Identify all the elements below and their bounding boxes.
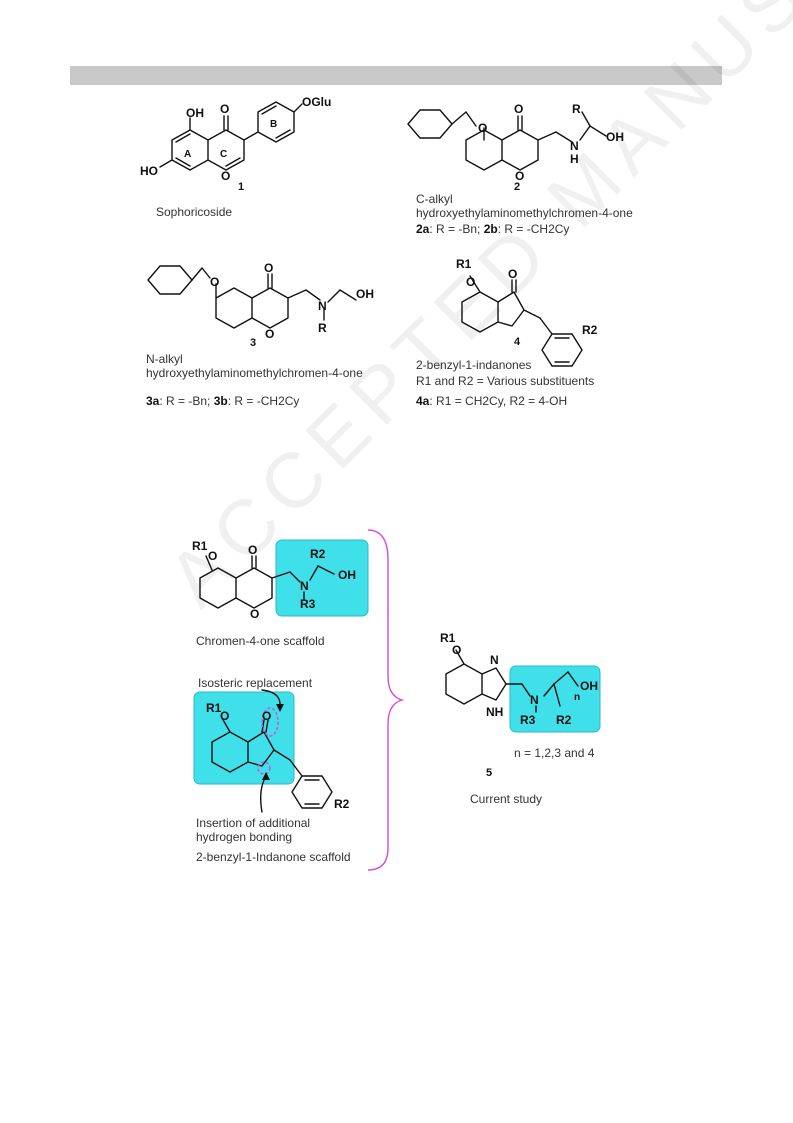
atom-r1: R1 bbox=[440, 631, 456, 645]
atom-o: O bbox=[265, 327, 274, 341]
atom-r2: R2 bbox=[334, 797, 350, 811]
indanone-scaffold: R1 O O R2 bbox=[193, 689, 350, 813]
atom-oglu: OGlu bbox=[302, 95, 331, 109]
atom-r3: R3 bbox=[520, 713, 536, 727]
compound-number: 4 bbox=[514, 336, 521, 348]
atom-o: O bbox=[466, 275, 475, 289]
caption-n-values: n = 1,2,3 and 4 bbox=[514, 746, 595, 760]
ring-label-a: A bbox=[184, 149, 191, 160]
atom-r1: R1 bbox=[456, 257, 472, 271]
note-hbond-1: Insertion of additional bbox=[196, 816, 311, 830]
atom-o: O bbox=[208, 549, 217, 563]
compound-5: R1 O N NH N R3 R2 OH n 5 bbox=[440, 631, 601, 779]
atom-oh: OH bbox=[186, 106, 204, 120]
atom-o: O bbox=[262, 709, 271, 723]
ring-label-b: B bbox=[270, 119, 277, 130]
highlight-box bbox=[193, 691, 295, 785]
atom-r1: R1 bbox=[192, 539, 208, 553]
compound-number: 2 bbox=[514, 181, 520, 193]
chromenone-scaffold: R1 O O O N R2 R3 OH bbox=[192, 539, 369, 621]
highlight-box bbox=[275, 539, 369, 617]
header-bar bbox=[70, 66, 722, 85]
atom-r2: R2 bbox=[582, 323, 598, 337]
atom-o: O bbox=[250, 607, 259, 621]
caption-chromenone: Chromen-4-one scaffold bbox=[196, 634, 325, 648]
isosteric-ellipse bbox=[261, 707, 279, 737]
compound-number: 1 bbox=[238, 181, 244, 193]
caption-c3-variants: 3a: R = -Bn; 3b: R = -CH2Cy bbox=[146, 394, 300, 408]
atom-o: O bbox=[508, 267, 517, 281]
atom-oh: OH bbox=[338, 568, 356, 582]
atom-r: R bbox=[318, 321, 327, 335]
atom-o: O bbox=[264, 261, 273, 275]
note-hbond-2: hydrogen bonding bbox=[196, 830, 293, 844]
caption-current-study: Current study bbox=[470, 792, 543, 806]
atom-o: O bbox=[478, 121, 487, 135]
caption-c4-line2: R1 and R2 = Various substituents bbox=[416, 374, 595, 388]
caption-indanone: 2-benzyl-1-Indanone scaffold bbox=[196, 850, 351, 864]
caption-c3-line2: hydroxyethylaminomethylchromen-4-one bbox=[146, 366, 363, 380]
atom-r3: R3 bbox=[300, 597, 316, 611]
atom-o: O bbox=[220, 102, 229, 116]
compound-1: OH O HO O OGlu A C B 1 bbox=[140, 95, 331, 193]
caption-sophoricoside: Sophoricoside bbox=[156, 205, 233, 219]
atom-nh: NH bbox=[486, 705, 503, 719]
compound-number: 5 bbox=[486, 767, 492, 779]
caption-c3-line1: N-alkyl bbox=[146, 352, 183, 366]
caption-c2-line1: C-alkyl bbox=[416, 192, 453, 206]
atom-n: N bbox=[570, 139, 579, 153]
caption-c2-line2: hydroxyethylaminomethylchromen-4-one bbox=[416, 206, 633, 220]
compound-2: O O O N H R OH 2 bbox=[407, 102, 624, 193]
caption-c4-variant: 4a: R1 = CH2Cy, R2 = 4-OH bbox=[416, 394, 568, 408]
highlight-box bbox=[509, 665, 601, 733]
hbond-ellipse bbox=[257, 761, 271, 775]
compound-4: R1 O O R2 4 bbox=[456, 257, 598, 367]
atom-n: N bbox=[530, 693, 539, 707]
atom-o: O bbox=[220, 709, 229, 723]
atom-oh: OH bbox=[356, 287, 374, 301]
ring-label-c: C bbox=[220, 149, 227, 160]
subscript-n: n bbox=[574, 692, 580, 703]
atom-r1: R1 bbox=[206, 701, 222, 715]
atom-o: O bbox=[221, 169, 230, 183]
note-isosteric: Isosteric replacement bbox=[198, 676, 313, 690]
caption-c2-variants: 2a: R = -Bn; 2b: R = -CH2Cy bbox=[416, 222, 570, 236]
atom-o: O bbox=[514, 102, 523, 116]
atom-r2: R2 bbox=[310, 547, 326, 561]
atom-oh: OH bbox=[580, 679, 598, 693]
compound-3: O O O N R OH 3 bbox=[147, 261, 374, 349]
atom-oh: OH bbox=[606, 130, 624, 144]
atom-o: O bbox=[248, 543, 257, 557]
atom-h: H bbox=[570, 152, 579, 166]
caption-c4-line1: 2-benzyl-1-indanones bbox=[416, 358, 532, 372]
grouping-brace bbox=[367, 529, 405, 871]
atom-r: R bbox=[572, 102, 581, 116]
atom-r2: R2 bbox=[556, 713, 572, 727]
atom-n: N bbox=[490, 653, 499, 667]
atom-o: O bbox=[210, 275, 219, 289]
atom-o: O bbox=[515, 169, 524, 183]
atom-n: N bbox=[318, 299, 327, 313]
atom-ho: HO bbox=[140, 164, 158, 178]
compound-number: 3 bbox=[250, 337, 256, 349]
atom-n: N bbox=[300, 579, 309, 593]
atom-o: O bbox=[452, 643, 461, 657]
